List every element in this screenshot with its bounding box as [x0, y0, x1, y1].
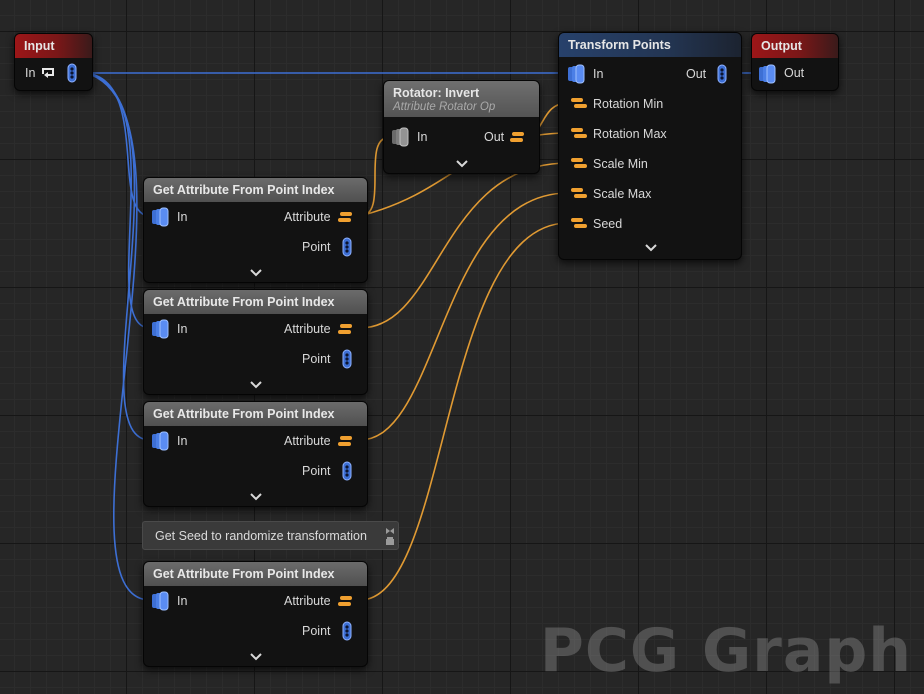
get-attribute-in-label: In [177, 210, 188, 224]
attribute-out-pin-icon[interactable] [337, 435, 357, 447]
spatial-data-out-pin-icon[interactable] [65, 63, 79, 83]
point-data-out-pin-icon[interactable] [340, 237, 354, 257]
spatial-data-in-pin-icon[interactable] [758, 64, 778, 84]
get-attribute-node-2[interactable]: Get Attribute From Point Index In Attrib… [143, 289, 368, 395]
get-attribute-attr-label: Attribute [284, 434, 331, 448]
wire-getattr3-scalemax [359, 192, 569, 441]
chevron-down-icon[interactable] [249, 380, 263, 390]
spatial-data-in-pin-icon[interactable] [151, 319, 171, 339]
transform-points-title: Transform Points [559, 33, 741, 57]
comment-bubble[interactable]: Get Seed to randomize transformation [142, 521, 399, 550]
get-attribute-point-label: Point [302, 352, 331, 366]
transform-pin-scale-min: Scale Min [593, 157, 648, 171]
rotator-invert-node[interactable]: Rotator: Invert Attribute Rotator Op In … [383, 80, 540, 174]
point-data-out-pin-icon[interactable] [340, 621, 354, 641]
get-attribute-point-label: Point [302, 624, 331, 638]
wire-input-getattr-2 [85, 72, 151, 329]
get-attribute-node-4[interactable]: Get Attribute From Point Index In Attrib… [143, 561, 368, 667]
chevron-down-icon[interactable] [644, 243, 658, 253]
wire-input-getattr-1 [85, 72, 151, 217]
spatial-data-out-pin-icon[interactable] [715, 64, 729, 84]
wire-input-getattr-3 [85, 72, 151, 441]
get-attribute-attr-label: Attribute [284, 210, 331, 224]
chevron-down-icon[interactable] [249, 492, 263, 502]
transform-pin-rotation-min: Rotation Min [593, 97, 664, 111]
spatial-data-in-pin-icon[interactable] [391, 127, 411, 147]
input-node-in-label: In [25, 66, 36, 80]
get-attribute-in-label: In [177, 594, 188, 608]
output-node[interactable]: Output Out [751, 33, 839, 91]
loop-icon [42, 68, 54, 78]
get-attribute-point-label: Point [302, 464, 331, 478]
chevron-down-icon[interactable] [455, 159, 469, 169]
rotator-invert-in-label: In [417, 130, 428, 144]
get-attribute-title: Get Attribute From Point Index [144, 290, 367, 314]
attribute-out-pin-icon[interactable] [337, 323, 357, 335]
transform-out-label: Out [686, 67, 707, 81]
chevron-down-icon[interactable] [249, 268, 263, 278]
point-data-out-pin-icon[interactable] [340, 349, 354, 369]
get-attribute-point-label: Point [302, 240, 331, 254]
rotator-invert-out-label: Out [484, 130, 505, 144]
get-attribute-in-label: In [177, 434, 188, 448]
get-attribute-attr-label: Attribute [284, 322, 331, 336]
attribute-in-pin-icon[interactable] [568, 97, 588, 109]
spatial-data-in-pin-icon[interactable] [567, 64, 587, 84]
output-node-title: Output [752, 34, 838, 58]
get-attribute-node-1[interactable]: Get Attribute From Point Index In Attrib… [143, 177, 368, 283]
chevron-down-icon[interactable] [249, 652, 263, 662]
attribute-out-pin-icon[interactable] [509, 131, 529, 143]
attribute-in-pin-icon[interactable] [568, 187, 588, 199]
get-attribute-title: Get Attribute From Point Index [144, 562, 367, 586]
get-attribute-title: Get Attribute From Point Index [144, 402, 367, 426]
input-node[interactable]: Input In [14, 33, 93, 91]
comment-text: Get Seed to randomize transformation [155, 528, 367, 543]
transform-pin-seed: Seed [593, 217, 623, 231]
get-attribute-in-label: In [177, 322, 188, 336]
attribute-out-pin-icon[interactable] [337, 211, 357, 223]
input-node-title: Input [15, 34, 92, 58]
graph-watermark: PCG Graph [539, 616, 912, 686]
transform-in-label: In [593, 67, 604, 81]
transform-pin-rotation-max: Rotation Max [593, 127, 667, 141]
point-data-out-pin-icon[interactable] [340, 461, 354, 481]
rotator-invert-header: Rotator: Invert Attribute Rotator Op [384, 81, 539, 117]
attribute-in-pin-icon[interactable] [568, 217, 588, 229]
get-attribute-node-3[interactable]: Get Attribute From Point Index In Attrib… [143, 401, 368, 507]
get-attribute-attr-label: Attribute [284, 594, 331, 608]
get-attribute-title: Get Attribute From Point Index [144, 178, 367, 202]
rotator-invert-title: Rotator: Invert [393, 85, 480, 100]
spatial-data-in-pin-icon[interactable] [151, 431, 171, 451]
rotator-invert-subtitle: Attribute Rotator Op [393, 100, 496, 113]
comment-pin-icon[interactable] [385, 525, 395, 547]
wire-input-getattr-4 [85, 72, 151, 601]
output-node-out-label: Out [784, 66, 805, 80]
attribute-out-pin-icon[interactable] [337, 595, 357, 607]
attribute-in-pin-icon[interactable] [568, 127, 588, 139]
transform-pin-scale-max: Scale Max [593, 187, 652, 201]
transform-points-node[interactable]: Transform Points In Out Rotation Min Rot… [558, 32, 742, 260]
spatial-data-in-pin-icon[interactable] [151, 591, 171, 611]
wire-getattr2-scalemin [359, 162, 569, 329]
spatial-data-in-pin-icon[interactable] [151, 207, 171, 227]
attribute-in-pin-icon[interactable] [568, 157, 588, 169]
